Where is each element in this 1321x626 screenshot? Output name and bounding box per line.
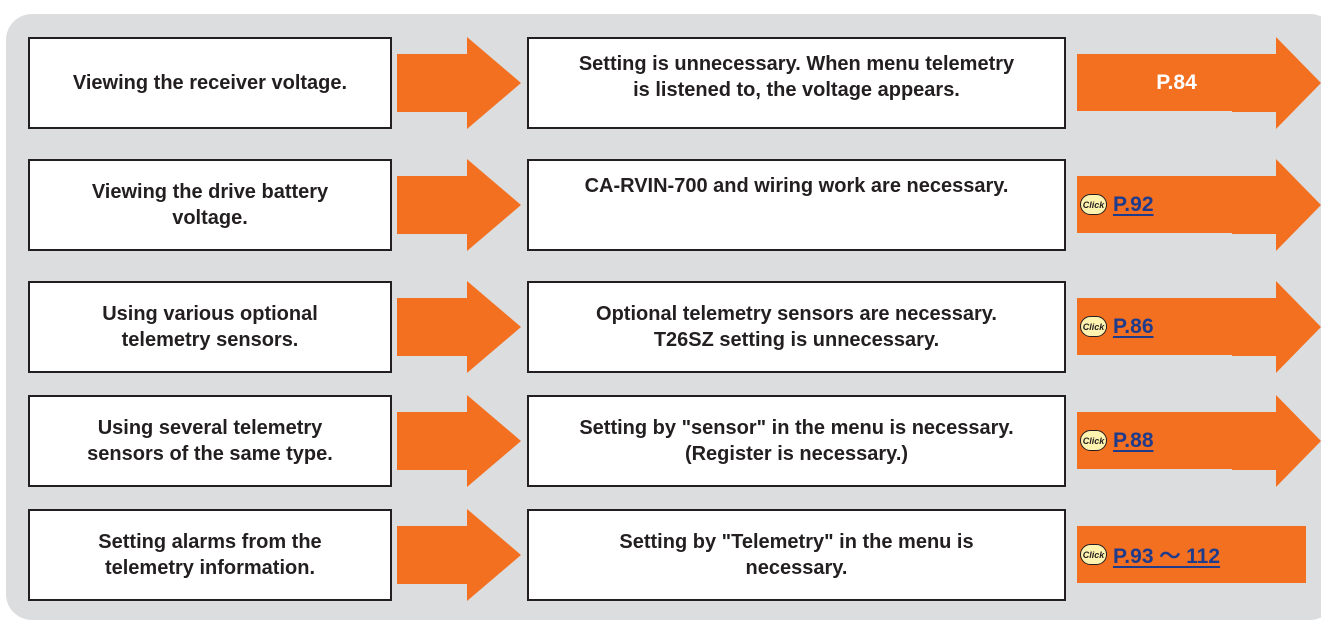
flow-row: Using various optional telemetry sensors… <box>0 281 1321 373</box>
flow-arrow-icon <box>397 281 521 373</box>
flow-arrow-icon <box>397 395 521 487</box>
click-icon[interactable]: Click <box>1080 430 1107 451</box>
action-box: Viewing the drive battery voltage. <box>28 159 392 251</box>
action-text-line: telemetry information. <box>104 557 316 579</box>
action-box: Using various optional telemetry sensors… <box>28 281 392 373</box>
requirement-text-line: Optional telemetry sensors are necessary… <box>596 303 997 325</box>
requirement-box: CA-RVIN-700 and wiring work are necessar… <box>527 159 1066 251</box>
flow-arrow-icon <box>397 37 521 129</box>
requirement-box: Setting by "sensor" in the menu is neces… <box>527 395 1066 487</box>
page-link-tag[interactable]: Click P.86 <box>1077 298 1235 355</box>
requirement-box: Setting is unnecessary. When menu teleme… <box>527 37 1066 129</box>
page-link[interactable]: P.86 <box>1113 314 1154 338</box>
page-link-tag[interactable]: Click P.88 <box>1077 412 1235 469</box>
requirement-text-line: Setting by "Telemetry" in the menu is <box>619 531 974 553</box>
page-link[interactable]: P.88 <box>1113 428 1154 452</box>
action-text-line: voltage. <box>172 207 248 229</box>
requirement-text-line: (Register is necessary.) <box>684 443 909 465</box>
end-arrow-icon <box>1232 37 1321 129</box>
action-box: Using several telemetry sensors of the s… <box>28 395 392 487</box>
action-text-line: Setting alarms from the <box>98 531 322 553</box>
page-link-tag[interactable]: Click P.92 <box>1077 176 1235 233</box>
action-text-line: Using various optional <box>102 303 318 325</box>
action-text-line: sensors of the same type. <box>87 443 333 465</box>
page-link[interactable]: P.92 <box>1113 192 1154 216</box>
flow-row: Setting alarms from the telemetry inform… <box>0 509 1321 601</box>
flow-row: Viewing the receiver voltage. Setting is… <box>0 37 1321 129</box>
end-arrow-icon <box>1232 281 1321 373</box>
action-text-line: Using several telemetry <box>97 417 323 439</box>
action-text-line: Viewing the drive battery <box>91 181 329 203</box>
requirement-text-line: is listened to, the voltage appears. <box>633 79 960 101</box>
requirement-box: Optional telemetry sensors are necessary… <box>527 281 1066 373</box>
click-icon[interactable]: Click <box>1080 194 1107 215</box>
end-arrow-icon <box>1232 395 1321 487</box>
requirement-text-line: CA-RVIN-700 and wiring work are necessar… <box>584 175 1009 197</box>
requirement-text-line: Setting is unnecessary. When menu teleme… <box>578 53 1015 75</box>
click-icon[interactable]: Click <box>1080 544 1107 565</box>
action-text-line: Viewing the receiver voltage. <box>72 72 348 94</box>
action-box: Viewing the receiver voltage. <box>28 37 392 129</box>
action-text-line: telemetry sensors. <box>121 329 299 351</box>
click-icon[interactable]: Click <box>1080 316 1107 337</box>
requirement-box: Setting by "Telemetry" in the menu is ne… <box>527 509 1066 601</box>
page-link-tag[interactable]: Click P.93 ～ 112 <box>1077 526 1306 583</box>
requirement-text-line: Setting by "sensor" in the menu is neces… <box>579 417 1014 439</box>
flow-arrow-icon <box>397 509 521 601</box>
requirement-text-line: necessary. <box>745 557 848 579</box>
flow-row: Viewing the drive battery voltage. CA-RV… <box>0 159 1321 251</box>
action-box: Setting alarms from the telemetry inform… <box>28 509 392 601</box>
end-arrow-icon <box>1232 159 1321 251</box>
flow-arrow-icon <box>397 159 521 251</box>
requirement-text-line: T26SZ setting is unnecessary. <box>653 329 940 351</box>
page-link[interactable]: P.93 ～ 112 <box>1113 544 1221 568</box>
flow-row: Using several telemetry sensors of the s… <box>0 395 1321 487</box>
page-reference: P.84 <box>1156 70 1197 94</box>
